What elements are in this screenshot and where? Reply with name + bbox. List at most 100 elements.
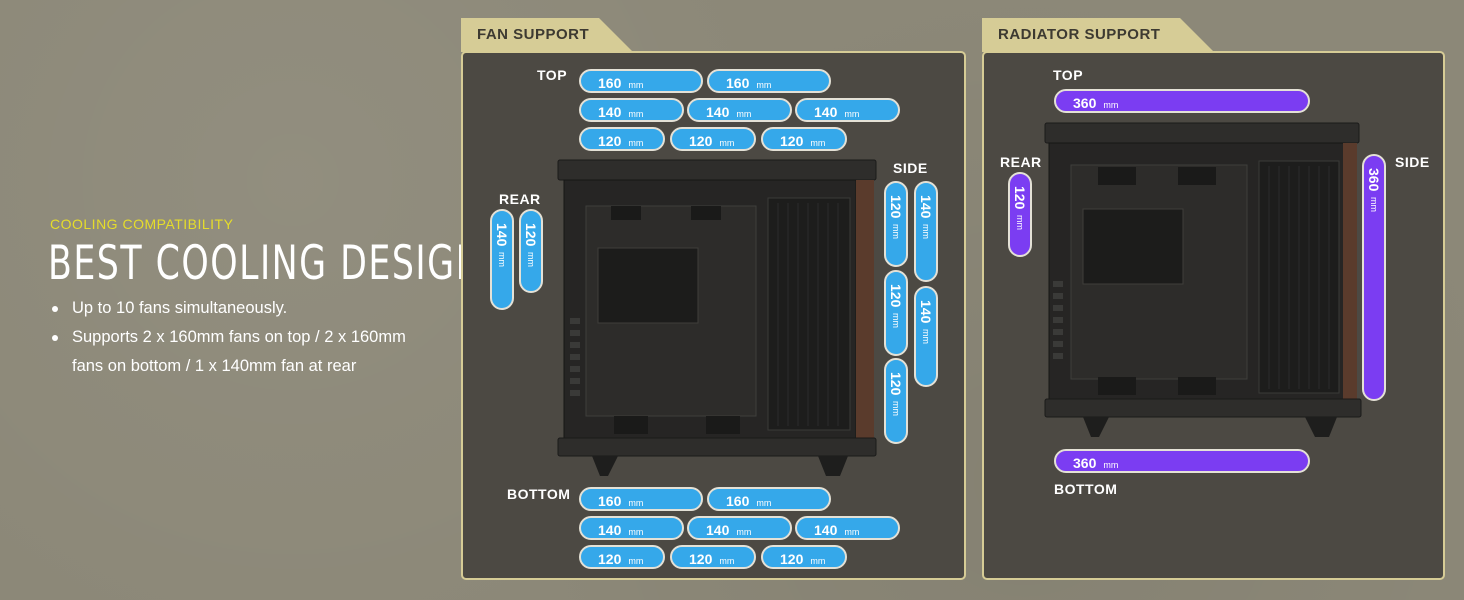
fan-size: 140 (918, 195, 934, 219)
fan-top-pill: 120 mm (670, 127, 756, 151)
fan-top-pill: 160 mm (579, 69, 703, 93)
radiator-side-label: SIDE (1395, 154, 1430, 170)
unit-label: mm (628, 138, 644, 148)
unit-label: mm (891, 224, 901, 240)
fan-side-pill: 120 mm (884, 358, 908, 444)
fan-size: 160 (598, 75, 622, 91)
unit-label: mm (628, 109, 644, 119)
fan-rear-pill: 140 mm (490, 209, 514, 310)
fan-top-pill: 120 mm (761, 127, 847, 151)
list-item: Up to 10 fans simultaneously. (52, 294, 432, 323)
unit-label: mm (844, 109, 860, 119)
fan-size: 140 (706, 104, 730, 120)
fan-top-pill: 140 mm (687, 98, 792, 122)
unit-label: mm (719, 556, 735, 566)
unit-label: mm (497, 252, 507, 268)
fan-size: 140 (598, 104, 622, 120)
radiator-rear-pill: 120 mm (1008, 172, 1032, 257)
radiator-top-label: TOP (1053, 67, 1084, 83)
fan-bottom-pill: 140 mm (687, 516, 792, 540)
fan-support-tab: FAN SUPPORT (461, 18, 633, 52)
fan-bottom-pill: 140 mm (795, 516, 900, 540)
fan-size: 120 (780, 551, 804, 567)
fan-size: 120 (689, 133, 713, 149)
radiator-support-tab: RADIATOR SUPPORT (982, 18, 1214, 52)
fan-bottom-pill: 120 mm (761, 545, 847, 569)
unit-label: mm (628, 80, 644, 90)
fan-size: 140 (598, 522, 622, 538)
list-item-text: Supports 2 x 160mm fans on top / 2 x 160… (72, 328, 406, 375)
fan-side-pill: 140 mm (914, 181, 938, 282)
fan-size: 140 (918, 300, 934, 324)
fan-size: 140 (814, 522, 838, 538)
feature-list: Up to 10 fans simultaneously. Supports 2… (52, 294, 432, 381)
unit-label: mm (628, 556, 644, 566)
fan-bottom-label: BOTTOM (507, 486, 571, 502)
fan-size: 120 (780, 133, 804, 149)
fan-size: 120 (598, 551, 622, 567)
unit-label: mm (891, 401, 901, 417)
fan-size: 120 (888, 372, 904, 396)
fan-side-pill: 120 mm (884, 181, 908, 267)
fan-size: 140 (494, 223, 510, 247)
unit-label: mm (891, 313, 901, 329)
radiator-bottom-label: BOTTOM (1054, 481, 1118, 497)
fan-size: 120 (523, 223, 539, 247)
fan-bottom-pill: 160 mm (707, 487, 831, 511)
fan-top-pill: 160 mm (707, 69, 831, 93)
unit-label: mm (628, 498, 644, 508)
unit-label: mm (756, 498, 772, 508)
fan-size: 160 (598, 493, 622, 509)
radiator-size: 120 (1012, 186, 1028, 210)
radiator-top-pill: 360 mm (1054, 89, 1310, 113)
unit-label: mm (844, 527, 860, 537)
unit-label: mm (736, 109, 752, 119)
radiator-size: 360 (1073, 95, 1097, 111)
fan-top-pill: 140 mm (579, 98, 684, 122)
list-item: Supports 2 x 160mm fans on top / 2 x 160… (52, 323, 432, 381)
radiator-size: 360 (1366, 168, 1382, 192)
bullet-dot-icon (52, 335, 58, 341)
fan-side-pill: 140 mm (914, 286, 938, 387)
fan-size: 120 (598, 133, 622, 149)
unit-label: mm (719, 138, 735, 148)
section-eyebrow: COOLING COMPATIBILITY (50, 216, 234, 232)
fan-bottom-pill: 120 mm (670, 545, 756, 569)
unit-label: mm (921, 224, 931, 240)
radiator-rear-label: REAR (1000, 154, 1042, 170)
fan-bottom-pill: 140 mm (579, 516, 684, 540)
fan-size: 140 (706, 522, 730, 538)
page-title: BEST COOLING DESIGN (48, 236, 484, 291)
unit-label: mm (756, 80, 772, 90)
fan-size: 120 (689, 551, 713, 567)
fan-bottom-pill: 120 mm (579, 545, 665, 569)
pc-case-image (1044, 122, 1362, 437)
unit-label: mm (1103, 460, 1119, 470)
fan-top-pill: 120 mm (579, 127, 665, 151)
unit-label: mm (1103, 100, 1119, 110)
unit-label: mm (1015, 215, 1025, 231)
fan-size: 160 (726, 75, 750, 91)
radiator-size: 360 (1073, 455, 1097, 471)
radiator-bottom-pill: 360 mm (1054, 449, 1310, 473)
list-item-text: Up to 10 fans simultaneously. (72, 299, 288, 317)
unit-label: mm (736, 527, 752, 537)
unit-label: mm (526, 252, 536, 268)
fan-size: 120 (888, 284, 904, 308)
fan-size: 120 (888, 195, 904, 219)
unit-label: mm (628, 527, 644, 537)
fan-size: 140 (814, 104, 838, 120)
fan-rear-label: REAR (499, 191, 541, 207)
bullet-dot-icon (52, 306, 58, 312)
unit-label: mm (810, 138, 826, 148)
pc-case-image (557, 159, 877, 476)
fan-size: 160 (726, 493, 750, 509)
unit-label: mm (921, 329, 931, 345)
fan-side-pill: 120 mm (884, 270, 908, 356)
radiator-side-pill: 360 mm (1362, 154, 1386, 401)
fan-top-pill: 140 mm (795, 98, 900, 122)
fan-top-label: TOP (537, 67, 568, 83)
fan-rear-pill: 120 mm (519, 209, 543, 293)
unit-label: mm (1369, 197, 1379, 213)
unit-label: mm (810, 556, 826, 566)
